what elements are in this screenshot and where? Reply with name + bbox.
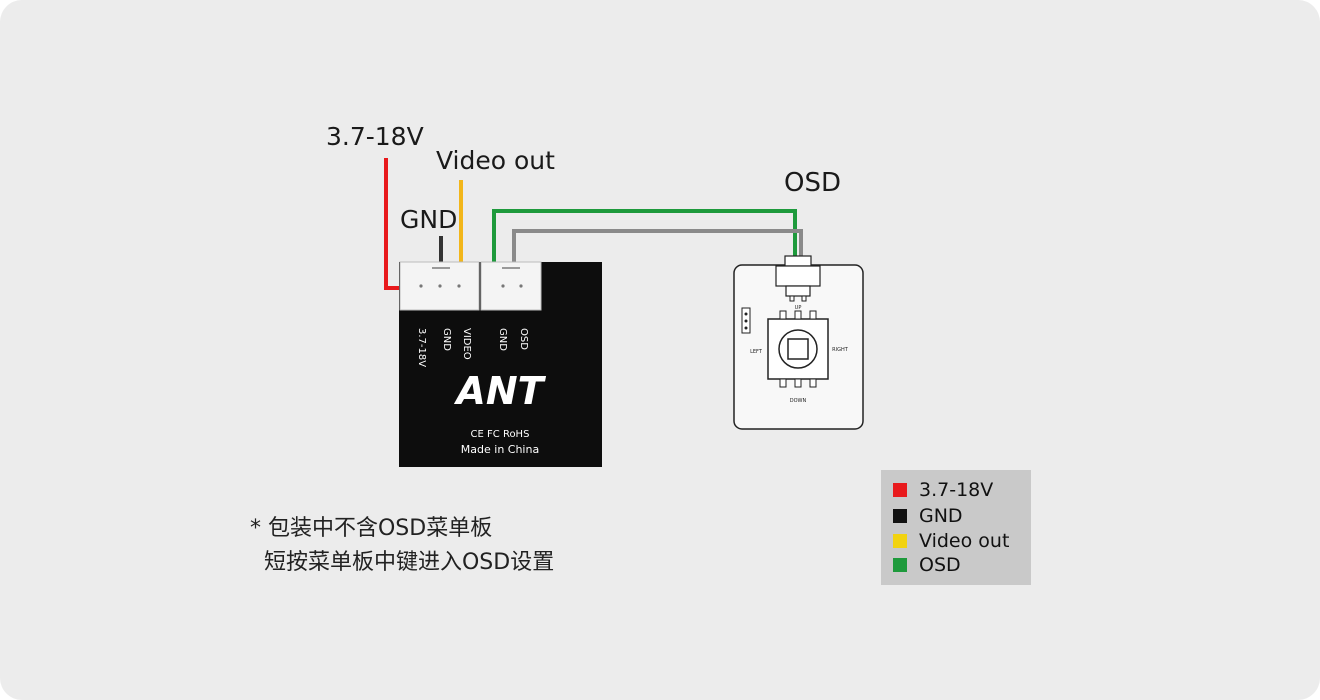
- legend-label: GND: [919, 505, 963, 527]
- camera-brand-logo: ANT: [453, 369, 546, 413]
- legend-swatch: [893, 534, 907, 548]
- osd-wire-label: OSD: [784, 168, 841, 198]
- legend-item-power: 3.7-18V: [893, 479, 993, 501]
- osd-right-label: RIGHT: [832, 347, 849, 353]
- pin-label-video: VIDEO: [461, 328, 472, 360]
- legend-item-osd: OSD: [893, 554, 961, 576]
- power-wire: [384, 158, 400, 290]
- legend-label: OSD: [919, 554, 961, 576]
- pin-label-gnd-2: GND: [497, 328, 508, 351]
- pin-label-power: 3.7-18V: [416, 328, 427, 367]
- pin-label-gnd: GND: [441, 328, 452, 351]
- note-line-2: 短按菜单板中键进入OSD设置: [250, 550, 555, 575]
- wire-legend: 3.7-18V GND Video out OSD: [881, 470, 1031, 585]
- osd-gnd-wire: [512, 229, 803, 262]
- camera-certs: CE FC RoHS: [471, 429, 530, 440]
- legend-item-video: Video out: [893, 530, 1009, 552]
- connector-2pin: [480, 261, 542, 311]
- legend-label: Video out: [919, 530, 1010, 552]
- gnd-wire-label: GND: [400, 205, 457, 234]
- power-wire-label: 3.7-18V: [326, 122, 424, 151]
- osd-down-label: DOWN: [790, 398, 807, 404]
- legend-swatch: [893, 483, 907, 497]
- osd-up-label: UP: [795, 305, 802, 311]
- legend-swatch: [893, 509, 907, 523]
- video-wire-label: Video out: [436, 146, 555, 175]
- pin-label-osd: OSD: [518, 328, 529, 350]
- legend-label: 3.7-18V: [919, 479, 994, 501]
- osd-signal-wire: [492, 209, 797, 262]
- note-line-1: * 包装中不含OSD菜单板: [250, 516, 493, 541]
- osd-connector: [784, 255, 812, 267]
- legend-item-gnd: GND: [893, 505, 963, 527]
- camera-origin: Made in China: [461, 443, 539, 456]
- osd-left-label: LEFT: [750, 349, 763, 355]
- package-note: * 包装中不含OSD菜单板 短按菜单板中键进入OSD设置: [250, 512, 554, 580]
- legend-swatch: [893, 558, 907, 572]
